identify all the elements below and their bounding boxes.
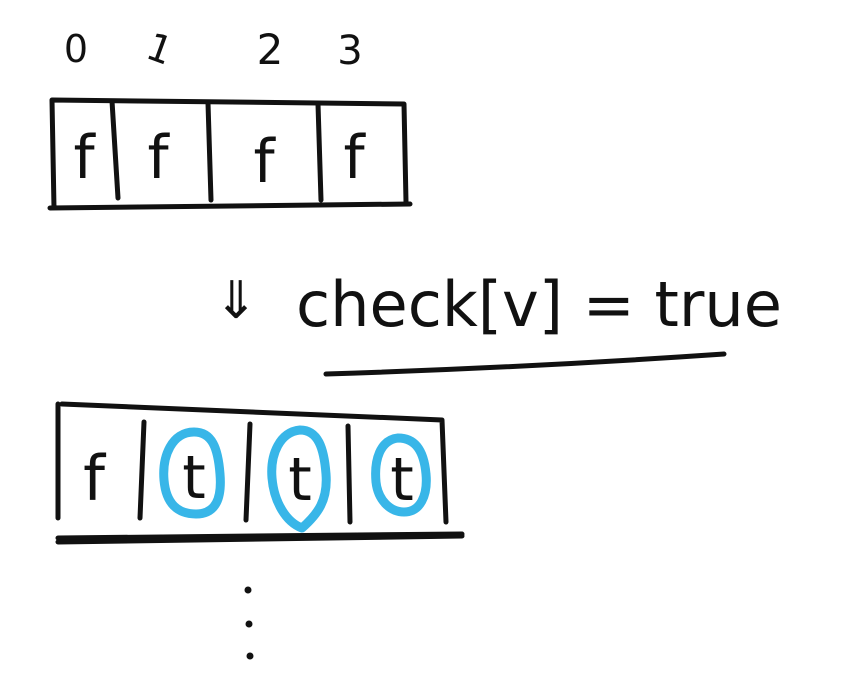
array-after-outline: [55, 401, 465, 541]
down-arrow: ⇓: [214, 271, 258, 331]
array-before-outline: [47, 97, 413, 211]
array-before-cell-0: f: [73, 123, 96, 193]
array-after-cell-0: f: [83, 442, 107, 515]
assignment-underline: [323, 351, 727, 377]
index-label-3: 3: [337, 28, 362, 74]
array-before-cell-1: f: [147, 123, 170, 193]
highlight-circle-1: [159, 427, 225, 519]
array-before: f f f f: [47, 97, 413, 211]
array-after-cell-1: t: [182, 443, 206, 513]
index-labels: 0 1 2 3: [64, 24, 363, 74]
continuation-ellipsis: ⋮: [211, 572, 285, 660]
highlight-circle-2: [267, 425, 331, 533]
highlight-circle-3: [371, 433, 431, 517]
array-after-cell-2: t: [288, 445, 312, 515]
array-before-cell-2: f: [253, 127, 276, 197]
index-label-1: 1: [141, 24, 179, 74]
ellipsis-dot-3: [246, 652, 254, 660]
ellipsis-glyph: ⋮: [211, 572, 285, 658]
array-after-dividers: [137, 419, 353, 525]
index-label-2: 2: [257, 25, 284, 74]
array-after: f t t t: [55, 401, 465, 545]
assignment-text: check[v] = true: [296, 268, 782, 341]
array-after-underline: [55, 533, 465, 545]
ellipsis-dot-2: [245, 620, 253, 628]
transition: ⇓ check[v] = true: [214, 268, 782, 377]
array-before-cell-3: f: [343, 123, 366, 193]
index-label-0: 0: [64, 27, 88, 71]
ellipsis-dot-1: [244, 586, 252, 594]
array-after-cell-3: t: [390, 445, 414, 515]
array-before-dividers: [109, 98, 324, 203]
